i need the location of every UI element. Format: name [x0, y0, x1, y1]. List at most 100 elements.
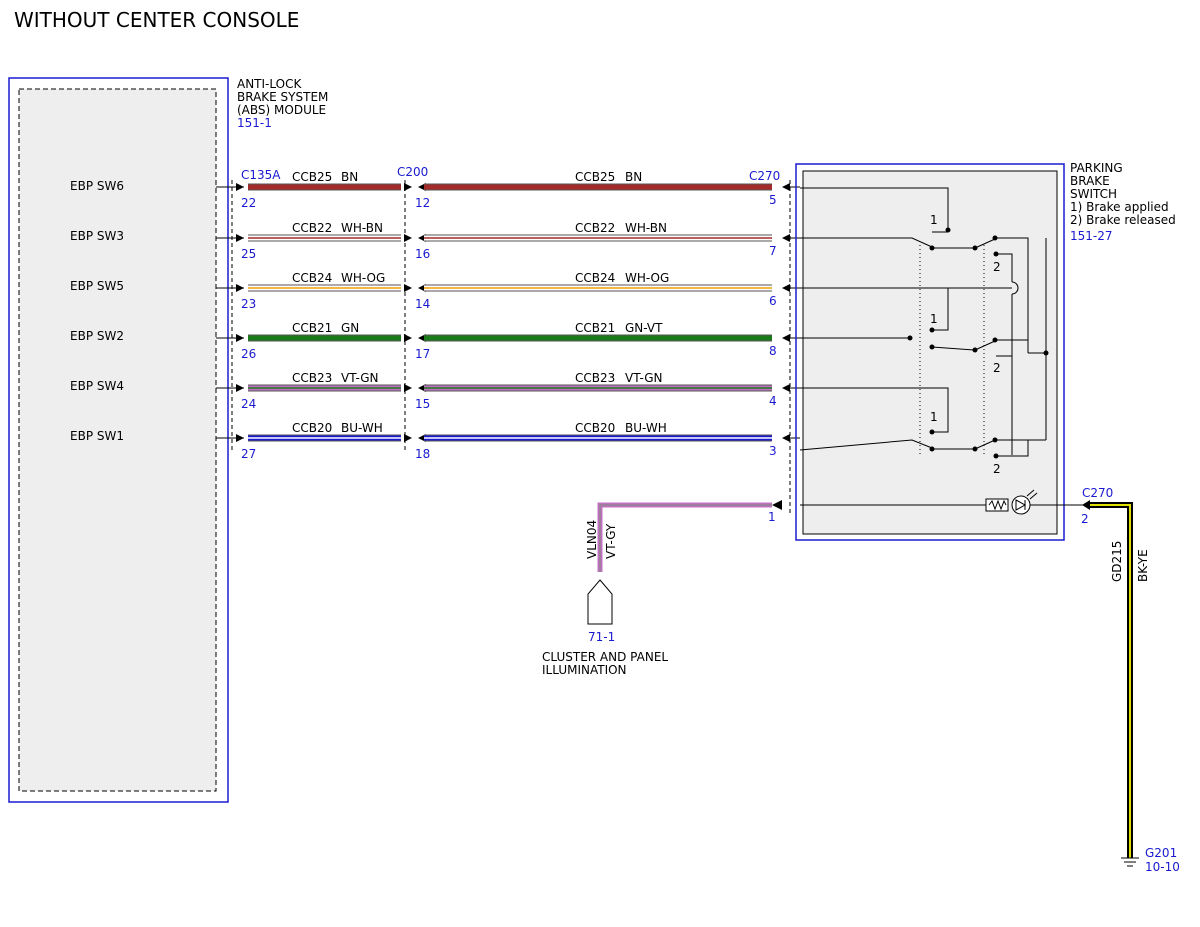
circuit-label-left: CCB25 — [292, 170, 332, 184]
parking-brake-switch-body — [802, 170, 1058, 535]
switch-position-label: 1 — [930, 410, 938, 424]
cluster-ref: 71-1 — [588, 630, 615, 644]
c200-pin-number: 12 — [415, 196, 430, 210]
c270-pin-number: 5 — [769, 193, 777, 207]
ground-symbol-icon — [1121, 857, 1139, 867]
contact-dot — [907, 335, 913, 341]
parking-brake-switch-outline — [795, 163, 1065, 541]
c135a-arrow — [236, 183, 244, 191]
wire-color-label-left: GN — [341, 321, 359, 335]
c200-arrow — [404, 384, 412, 392]
c270-arrow — [782, 334, 790, 342]
circuit-label-left: CCB23 — [292, 371, 332, 385]
switch-position-label: 1 — [930, 312, 938, 326]
c135a-arrow — [236, 334, 244, 342]
c200-pin-number: 17 — [415, 347, 430, 361]
resistor-zigzag — [988, 499, 1007, 511]
wire-color-label-left: WH-OG — [341, 271, 385, 285]
gd215-color: BK-YE — [1136, 549, 1150, 582]
abs-pin-ebp-sw5: EBP SW5 — [70, 279, 124, 293]
c200-label: C200 — [397, 165, 428, 179]
contact-dot — [929, 429, 935, 435]
abs-pin-ebp-sw1: EBP SW1 — [70, 429, 124, 443]
c200-arrow — [404, 183, 412, 191]
contact-dot — [972, 446, 978, 452]
switch-b-bridge — [931, 346, 975, 351]
contact-dot — [993, 251, 999, 257]
wire-color-label-right: WH-BN — [625, 221, 667, 235]
c135a-arrow — [236, 284, 244, 292]
c135a-pin-number: 25 — [241, 247, 256, 261]
abs-module-ref: 151-1 — [237, 116, 272, 130]
gd215-wire-stripe — [1090, 504, 1131, 858]
contact-dot — [1043, 350, 1049, 356]
circuit-label-right: CCB23 — [575, 371, 615, 385]
c270-arrow — [782, 384, 790, 392]
vln04-color: VT-GY — [604, 523, 618, 559]
circuit-label-left: CCB24 — [292, 271, 332, 285]
c270-ground-label: C270 — [1082, 486, 1113, 500]
c270-pin-number: 8 — [769, 344, 777, 358]
wire-color-label-right: WH-OG — [625, 271, 669, 285]
wire-color-label-right: VT-GN — [625, 371, 662, 385]
c135a-pin-number: 24 — [241, 397, 256, 411]
c200-pin-number: 14 — [415, 297, 430, 311]
wire-color-label-left: WH-BN — [341, 221, 383, 235]
abs-module-outline — [8, 77, 229, 803]
c270-pin-number: 4 — [769, 394, 777, 408]
abs-module-name-1: ANTI-LOCK — [237, 77, 302, 91]
vln04-wire-stripe — [599, 504, 772, 572]
switch-position-label: 1 — [930, 213, 938, 227]
vln04-circuit: VLN04 — [585, 520, 599, 559]
sw4-trace — [800, 387, 949, 433]
c270-arrow — [782, 183, 790, 191]
c135a-pin-number: 26 — [241, 347, 256, 361]
abs-pin-ebp-sw3: EBP SW3 — [70, 229, 124, 243]
abs-module-body — [18, 88, 217, 792]
wire-color-label-right: GN-VT — [625, 321, 663, 335]
switch-position-label: 2 — [993, 361, 1001, 375]
contact-dot — [972, 245, 978, 251]
switch-c-contact-2 — [996, 440, 1029, 457]
switch-c-blade — [974, 439, 996, 450]
wire-color-label-right: BN — [625, 170, 642, 184]
contact-dot — [972, 347, 978, 353]
gd215-arrow — [1082, 500, 1090, 510]
circuit-label-right: CCB24 — [575, 271, 615, 285]
c270-pin-number: 3 — [769, 444, 777, 458]
c135a-pin-number: 23 — [241, 297, 256, 311]
circuit-label-right: CCB21 — [575, 321, 615, 335]
vln04-arrow — [772, 500, 782, 510]
c270-arrow — [782, 284, 790, 292]
c200-arrow — [404, 284, 412, 292]
circuit-label-left: CCB20 — [292, 421, 332, 435]
gd215-circuit: GD215 — [1110, 541, 1124, 582]
gd215-pin: 2 — [1081, 512, 1089, 526]
c200-pin-number: 18 — [415, 447, 430, 461]
parking-brake-switch: PARKING BRAKE SWITCH 1) Brake applied 2)… — [795, 161, 1176, 541]
c200-pin-number: 16 — [415, 247, 430, 261]
c135a-pin-number: 27 — [241, 447, 256, 461]
c135a-arrow — [236, 434, 244, 442]
abs-module-name-3: (ABS) MODULE — [237, 103, 326, 117]
parking-brake-switch-name-1: PARKING — [1070, 161, 1123, 175]
wire-color-label-left: VT-GN — [341, 371, 378, 385]
page-title: WITHOUT CENTER CONSOLE — [14, 8, 299, 32]
ground-point-ref: 10-10 — [1145, 860, 1180, 874]
parking-brake-switch-state-2: 2) Brake released — [1070, 213, 1176, 227]
vln04-pin: 1 — [768, 510, 776, 524]
c200-pin-number: 15 — [415, 397, 430, 411]
switch-position-label: 2 — [993, 260, 1001, 274]
c270-pin-number: 6 — [769, 294, 777, 308]
sw6-trace — [800, 187, 949, 230]
switch-position-label: 2 — [993, 462, 1001, 476]
sw5-crossover — [1011, 281, 1019, 295]
ground-point-label: G201 — [1145, 846, 1177, 860]
wire-color-label-right: BU-WH — [625, 421, 667, 435]
circuit-label-left: CCB22 — [292, 221, 332, 235]
parking-brake-switch-state-1: 1) Brake applied — [1070, 200, 1169, 214]
contact-dot — [992, 235, 998, 241]
contact-dot — [929, 245, 935, 251]
ground-branch: C270 2 GD215 BK-YE G201 10-10 — [1081, 486, 1180, 874]
